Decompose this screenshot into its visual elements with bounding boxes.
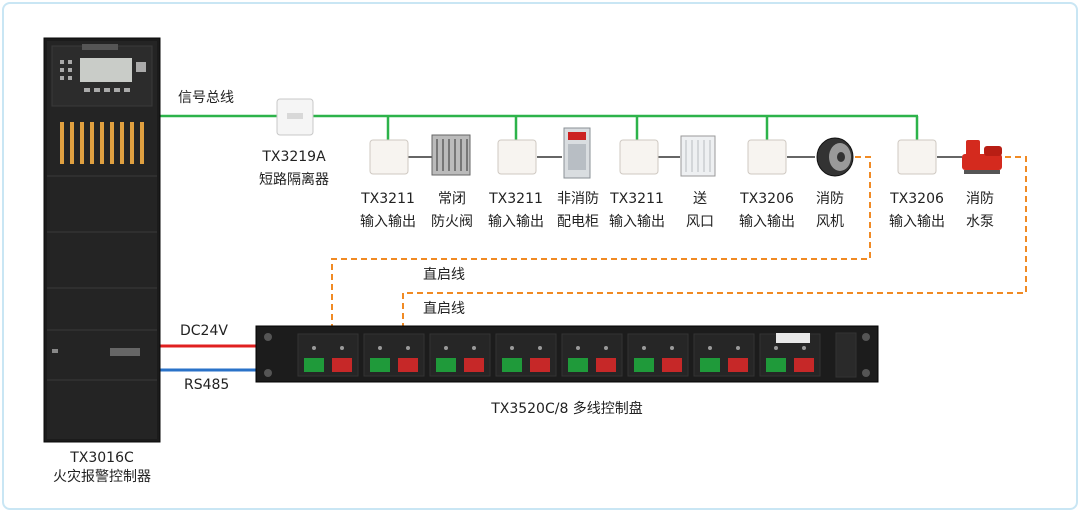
status-led [604,346,608,350]
start-button [436,358,456,372]
signal-bus-label: 信号总线 [178,90,234,106]
stop-button [530,358,550,372]
isolator-device [276,98,314,136]
module-model-label: TX3211 [361,191,415,207]
device-label-line1: 消防 [816,191,844,207]
status-led [340,346,344,350]
device-label-line2: 配电柜 [557,214,599,230]
start-button [370,358,390,372]
stop-button [728,358,748,372]
status-led [444,346,448,350]
module-model-label: TX3206 [890,191,944,207]
start-button [700,358,720,372]
distribution-cabinet-icon [563,127,591,179]
panel-channel-buttons [297,333,821,377]
stop-button [794,358,814,372]
status-led [378,346,382,350]
status-led [708,346,712,350]
status-led [670,346,674,350]
module-name-label: 输入输出 [889,214,945,230]
fire-pump-icon [962,140,1002,174]
status-led [510,346,514,350]
stop-button [596,358,616,372]
module-model-label: TX3211 [489,191,543,207]
direct-line-label: 直启线 [423,301,465,317]
status-led [576,346,580,350]
multiline-control-panel [255,325,879,383]
status-led [472,346,476,350]
start-button [634,358,654,372]
stop-button [332,358,352,372]
air-outlet-icon [680,135,716,177]
rs485-label: RS485 [184,377,230,393]
stop-button [662,358,682,372]
control-panel-label: TX3520C/8 多线控制盘 [491,401,643,417]
device-label-line1: 消防 [966,191,994,207]
status-led [538,346,542,350]
status-led [312,346,316,350]
stop-button [464,358,484,372]
device-label-line2: 风口 [686,214,714,230]
status-led [736,346,740,350]
stop-button [398,358,418,372]
module-name-label: 输入输出 [488,214,544,230]
device-label-line1: 常闭 [438,191,466,207]
start-button [502,358,522,372]
isolator-name-label: 短路隔离器 [259,172,329,188]
status-led [642,346,646,350]
start-button [304,358,324,372]
device-label-line2: 水泵 [966,214,994,230]
start-button [766,358,786,372]
device-label-line2: 风机 [816,214,844,230]
dc24v-label: DC24V [180,323,228,339]
controller-name-label: 火灾报警控制器 [53,469,151,485]
status-led [774,346,778,350]
module-name-label: 输入输出 [739,214,795,230]
direct-line-label: 直启线 [423,267,465,283]
device-label-line1: 送 [693,191,707,207]
fire-damper-icon [431,134,471,176]
device-label-line1: 非消防 [557,191,599,207]
module-model-label: TX3206 [740,191,794,207]
module-name-label: 输入输出 [360,214,416,230]
module-model-label: TX3211 [610,191,664,207]
fire-fan-icon [816,137,854,177]
status-led [802,346,806,350]
fire-alarm-controller-cabinet [43,37,161,443]
module-name-label: 输入输出 [609,214,665,230]
isolator-model-label: TX3219A [262,149,326,165]
io-module-icons [369,139,937,175]
device-label-line2: 防火阀 [431,214,473,230]
controller-model-label: TX3016C [70,450,134,466]
start-button [568,358,588,372]
signal-bus-line [160,114,919,140]
direct-start-lines [331,156,1027,328]
status-led [406,346,410,350]
